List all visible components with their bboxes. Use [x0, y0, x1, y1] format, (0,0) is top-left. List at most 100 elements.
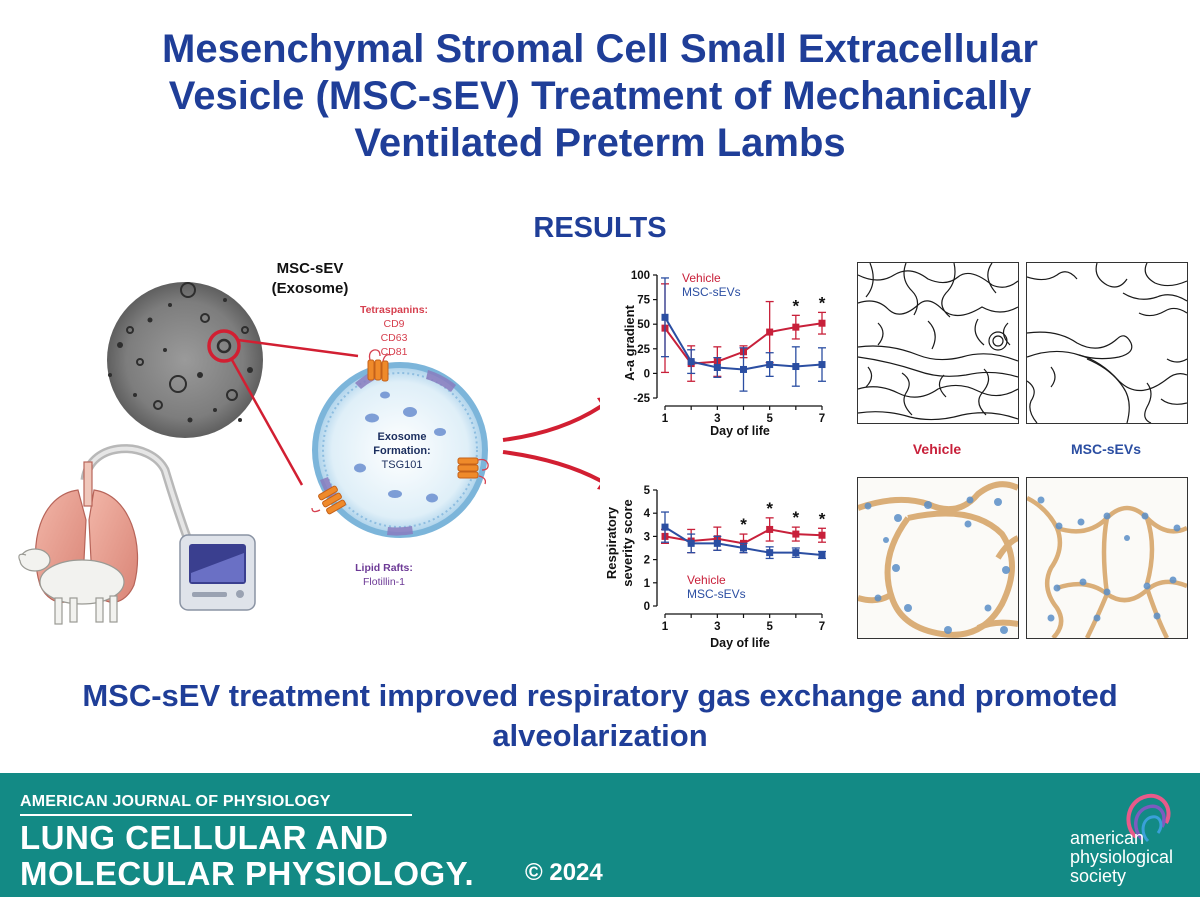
chart2-significance-marker: *	[793, 508, 800, 527]
rafts-value: Flotillin-1	[363, 576, 405, 588]
title-line-2: Vesicle (MSC-sEV) Treatment of Mechanica…	[168, 74, 1032, 118]
chart2-y-tick-label: 0	[644, 601, 650, 613]
results-heading: RESULTS	[533, 212, 667, 244]
chart1-series-1-point	[766, 361, 774, 369]
society-line-2: physiological	[1070, 847, 1174, 867]
chart1-series-1-point	[792, 363, 800, 371]
exosome-title: MSC-sEV	[277, 260, 344, 277]
chart1-significance-marker: *	[819, 293, 826, 312]
exosome-illustration: MSC-sEV (Exosome) Tetraspanins: CD9 CD63…	[18, 260, 600, 625]
formation-value: TSG101	[382, 459, 423, 471]
chart2-series-0-point	[792, 530, 800, 538]
journal-title-line-1: LUNG CELLULAR AND	[20, 819, 389, 856]
chart2-xlabel: Day of life	[710, 636, 770, 650]
chart1-series-1-point	[713, 363, 721, 371]
chart1-xlabel: Day of life	[710, 424, 770, 438]
chart2-series-1-point	[792, 549, 800, 557]
chart1-x-tick-label: 1	[662, 413, 669, 425]
chart1-ylabel: A-a gradient	[622, 304, 637, 381]
histology-msc-stained	[1026, 477, 1188, 639]
chart2-x-tick-label: 7	[819, 621, 825, 633]
exosome-subtitle: (Exosome)	[272, 280, 349, 297]
chart1-y-tick-label: 25	[637, 344, 650, 356]
journal-footer: AMERICAN JOURNAL OF PHYSIOLOGY LUNG CELL…	[0, 773, 1200, 897]
histology-vehicle-skeleton	[857, 262, 1019, 424]
chart2-series-1-point	[818, 551, 826, 559]
histology-label-msc: MSC-sEVs	[1070, 441, 1142, 457]
chart1-legend-vehicle: Vehicle	[682, 271, 721, 285]
conclusion-line-2: alveolarization	[492, 718, 708, 753]
cd9-label: CD9	[383, 318, 404, 330]
lamb	[18, 548, 125, 625]
journal-rule	[20, 814, 412, 816]
aa-gradient-chart: A-a gradient Day of life Vehicle MSC-sEV…	[622, 270, 826, 438]
em-micrograph	[107, 282, 263, 438]
chart1-series-0-point	[792, 323, 800, 331]
chart1-series-1-point	[687, 358, 695, 366]
chart2-ylabel-2: severity score	[620, 499, 635, 586]
chart2-series-1-point	[661, 523, 669, 531]
tetraspanin-proteins	[318, 359, 479, 515]
society-line-1: american	[1070, 828, 1145, 848]
chart2-series-0-point	[766, 525, 774, 533]
aps-logo-icon	[1126, 793, 1171, 843]
conclusion: MSC-sEV treatment improved respiratory g…	[0, 676, 1200, 756]
chart1-y-tick-label: -25	[633, 393, 650, 405]
chart1-legend-msc: MSC-sEVs	[682, 285, 741, 299]
tetraspanins-label: Tetraspanins:	[360, 304, 428, 316]
chart1-y-tick-label: 50	[637, 319, 650, 331]
formation-label-2: Formation:	[373, 445, 430, 457]
cd63-label: CD63	[381, 332, 408, 344]
chart2-legend-msc: MSC-sEVs	[687, 587, 746, 601]
conclusion-line-1: MSC-sEV treatment improved respiratory g…	[82, 678, 1118, 713]
chart2-legend-vehicle: Vehicle	[687, 573, 726, 587]
chart1-series-1-point	[661, 313, 669, 321]
chart2-series-0-point	[818, 531, 826, 539]
page-title: Mesenchymal Stromal Cell Small Extracell…	[0, 26, 1200, 167]
chart2-series-1-point	[713, 539, 721, 547]
chart2-y-tick-label: 2	[644, 555, 650, 567]
title-line-1: Mesenchymal Stromal Cell Small Extracell…	[162, 27, 1038, 71]
exosome-cargo	[354, 391, 446, 503]
histology-vehicle-stained	[857, 477, 1019, 639]
chart1-x-tick-label: 7	[819, 413, 825, 425]
chart1-x-tick-label: 3	[714, 413, 720, 425]
chart1-series-1-point	[740, 365, 747, 373]
exosome-highlight	[207, 329, 241, 363]
chart2-significance-marker: *	[819, 509, 826, 528]
chart2-y-tick-label: 4	[644, 508, 651, 520]
title-line-3: Ventilated Preterm Lambs	[354, 121, 846, 165]
copyright-year: © 2024	[525, 859, 603, 886]
chart2-x-tick-label: 3	[714, 621, 720, 633]
journal-name-top: AMERICAN JOURNAL OF PHYSIOLOGY	[20, 793, 331, 810]
chart1-y-tick-label: 75	[637, 295, 650, 307]
society-name: american physiological society	[1070, 829, 1173, 886]
chart1-x-tick-label: 5	[766, 413, 773, 425]
chart2-series-1-point	[740, 544, 747, 552]
formation-label: Exosome	[378, 431, 427, 443]
chart2-series-1-point	[687, 539, 695, 547]
histology-label-vehicle: Vehicle	[912, 441, 962, 457]
chart1-series-1-point	[818, 361, 826, 369]
rafts-label: Lipid Rafts:	[355, 562, 413, 574]
chart2-significance-marker: *	[766, 499, 773, 518]
chart2-series-1-point	[766, 549, 774, 557]
chart2-x-tick-label: 5	[766, 621, 773, 633]
chart1-series-0-point	[818, 319, 826, 327]
chart1-significance-marker: *	[793, 296, 800, 315]
chart2-significance-marker: *	[740, 515, 747, 534]
chart2-x-tick-label: 1	[662, 621, 669, 633]
journal-title: LUNG CELLULAR AND MOLECULAR PHYSIOLOGY.	[20, 820, 474, 892]
chart2-y-tick-label: 3	[644, 531, 650, 543]
chart1-y-tick-label: 0	[644, 368, 650, 380]
journal-title-line-2: MOLECULAR PHYSIOLOGY.	[20, 855, 475, 892]
chart2-y-tick-label: 5	[644, 485, 651, 497]
chart2-y-tick-label: 1	[644, 578, 651, 590]
respiratory-severity-chart: Respiratory severity score Day of life V…	[604, 485, 826, 650]
chart1-series-0-point	[766, 328, 774, 336]
ventilator	[179, 534, 256, 611]
chart2-ylabel-1: Respiratory	[604, 506, 619, 579]
histology-msc-skeleton	[1026, 262, 1188, 424]
